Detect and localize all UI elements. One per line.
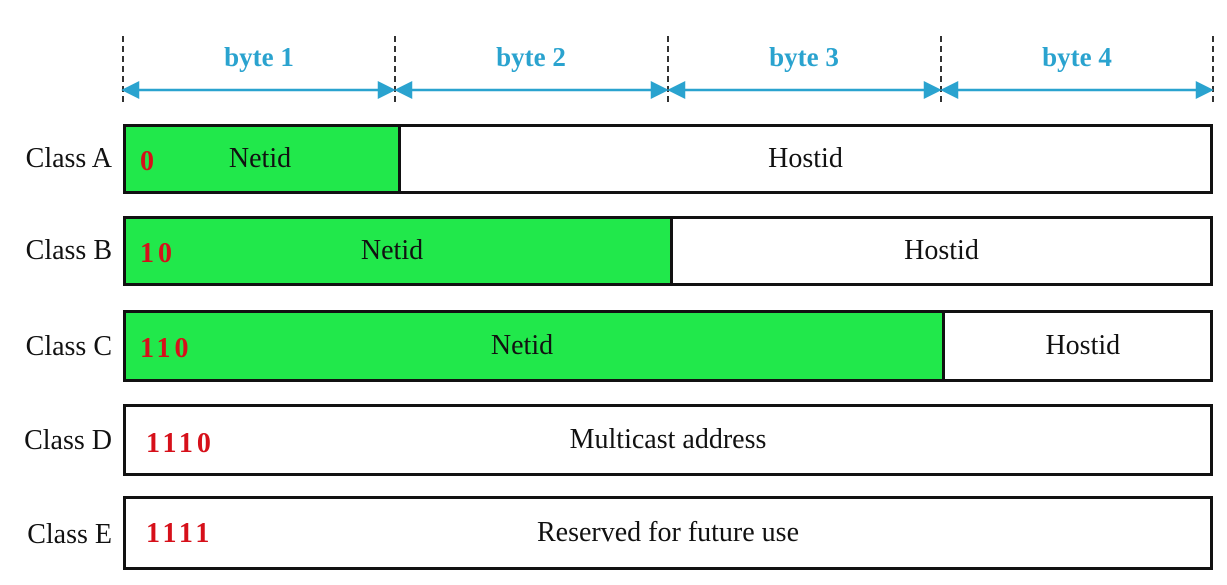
class-c-netid-label: Netid (490, 330, 554, 361)
class-a-prefix-bits: 0 (140, 146, 158, 178)
byte-label-4: byte 4 (1042, 42, 1112, 72)
class-a-label: Class A (25, 143, 112, 174)
class-a-netid-label: Netid (228, 143, 292, 174)
class-d-description: Multicast address (569, 424, 767, 455)
class-e-address-bar: 1111 Reserved for future use (123, 496, 1213, 570)
class-c-address-bar: 110 Netid Hostid (123, 310, 1213, 382)
byte-boundary-line (122, 36, 124, 102)
class-b-label: Class B (25, 235, 112, 266)
byte-label-3: byte 3 (769, 42, 839, 72)
byte-label-2: byte 2 (496, 42, 566, 72)
class-e-label: Class E (27, 519, 112, 550)
class-c-prefix-bits: 110 (140, 333, 193, 365)
class-b-netid-label: Netid (360, 235, 424, 266)
arrow-head-left-icon (667, 80, 686, 100)
byte-boundary-line (940, 36, 942, 102)
class-d-label: Class D (24, 425, 112, 456)
arrow-head-right-icon (1195, 80, 1214, 100)
arrow-head-left-icon (394, 80, 413, 100)
class-b-netid-field: 10 Netid (126, 219, 670, 283)
class-c-netid-field: 110 Netid (126, 313, 942, 379)
byte-span-arrows (121, 80, 1214, 100)
class-b-address-bar: 10 Netid Hostid (123, 216, 1213, 286)
class-a-hostid-label: Hostid (768, 143, 843, 174)
arrow-head-left-icon (940, 80, 959, 100)
class-e-description: Reserved for future use (536, 517, 800, 548)
class-e-prefix-bits: 1111 (146, 518, 214, 550)
arrow-head-right-icon (923, 80, 942, 100)
arrow-head-left-icon (121, 80, 140, 100)
byte-label-1: byte 1 (224, 42, 294, 72)
class-b-prefix-bits: 10 (140, 238, 176, 270)
class-c-label: Class C (25, 331, 112, 362)
byte-boundary-line (1212, 36, 1214, 102)
arrow-head-right-icon (377, 80, 396, 100)
class-a-hostid-field: Hostid (398, 127, 1210, 191)
class-c-hostid-label: Hostid (1045, 330, 1121, 361)
class-a-address-bar: 0 Netid Hostid (123, 124, 1213, 194)
byte-boundary-line (394, 36, 396, 102)
arrow-head-right-icon (650, 80, 669, 100)
byte-boundary-line (667, 36, 669, 102)
class-b-hostid-label: Hostid (904, 235, 979, 266)
class-d-address-bar: 1110 Multicast address (123, 404, 1213, 476)
class-b-hostid-field: Hostid (670, 219, 1210, 283)
class-c-hostid-field: Hostid (942, 313, 1210, 379)
class-a-netid-field: 0 Netid (126, 127, 398, 191)
class-d-prefix-bits: 1110 (146, 427, 215, 459)
